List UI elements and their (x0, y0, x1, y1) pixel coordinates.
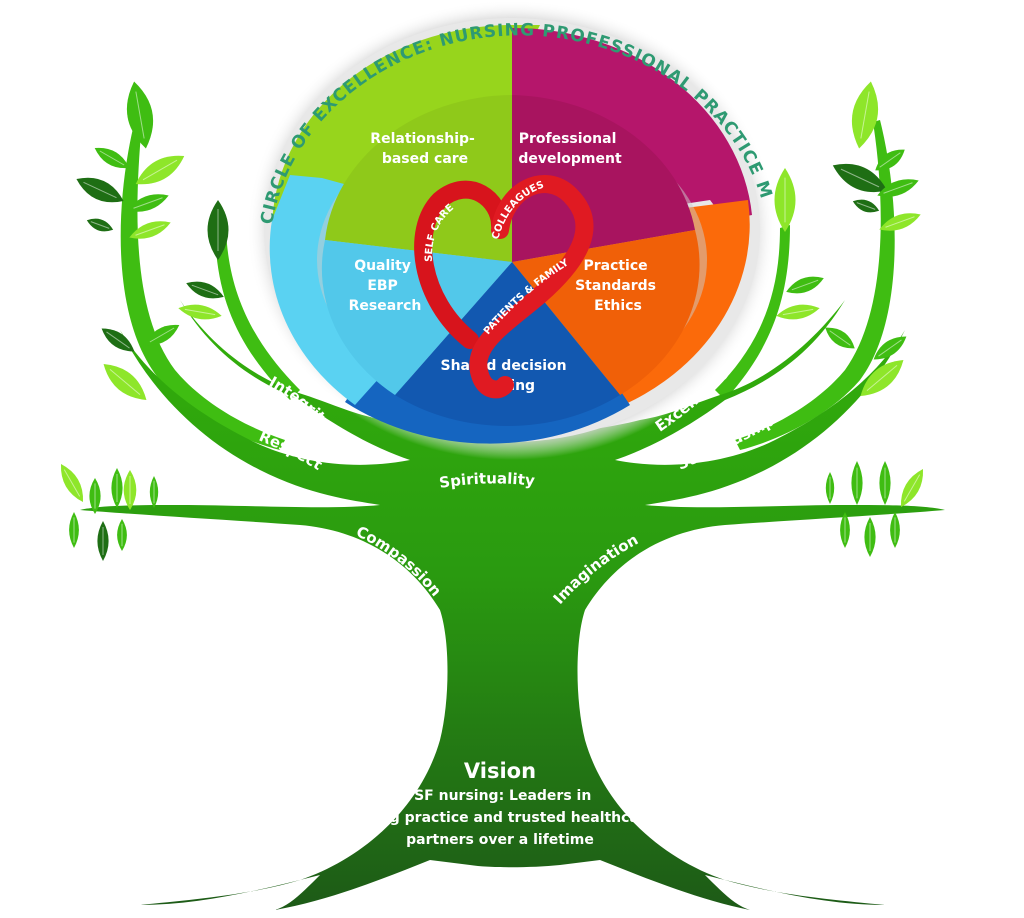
leaf-vein (109, 369, 141, 395)
segment-label-practice: Practice Standards Ethics (575, 258, 661, 314)
leaf-vein (133, 197, 163, 209)
leaf-vein (829, 330, 851, 346)
leaf-vein (791, 279, 819, 291)
segment-label-relationship: Relationship- based care (370, 131, 479, 167)
leaf-vein (903, 474, 921, 502)
leaf-vein (83, 181, 117, 199)
leaf-vein (883, 182, 913, 194)
pie-segment-lightblue (321, 240, 512, 395)
leaf-vein (885, 216, 915, 228)
leaf-vein (99, 150, 125, 166)
leaf-vein (63, 469, 81, 497)
right-vine (715, 120, 895, 450)
leaf-vein (866, 365, 898, 391)
leaf-vein (149, 327, 175, 343)
tree-trunk (80, 300, 945, 910)
pie-segment-green (325, 95, 512, 262)
leaf-vein (106, 331, 130, 349)
leaf-vein (184, 308, 216, 316)
leaf-vein (879, 152, 901, 168)
leaf-vein (90, 221, 110, 229)
leaf-vein (191, 284, 219, 296)
value-label-spirituality: Spirituality (438, 469, 536, 491)
leaves (60, 81, 924, 561)
leaf-vein (840, 168, 880, 188)
segment-label-quality: Quality EBP Research (349, 258, 422, 314)
leaf-vein (135, 224, 165, 236)
leaf-vein (782, 308, 814, 316)
vision-title: Vision (464, 759, 536, 783)
leaf-vein (856, 202, 876, 210)
leaf-vein (135, 91, 145, 139)
segment-label-professional: Professional development (518, 131, 622, 167)
leaf-vein (142, 159, 178, 181)
pie-segment-magenta (512, 95, 695, 262)
vision-statement: PSF nursing: Leaders in nursing practice… (340, 788, 660, 848)
leaf-vein (860, 91, 870, 139)
leaf-vein (878, 339, 902, 357)
pie-segment-darkblue (395, 262, 620, 427)
